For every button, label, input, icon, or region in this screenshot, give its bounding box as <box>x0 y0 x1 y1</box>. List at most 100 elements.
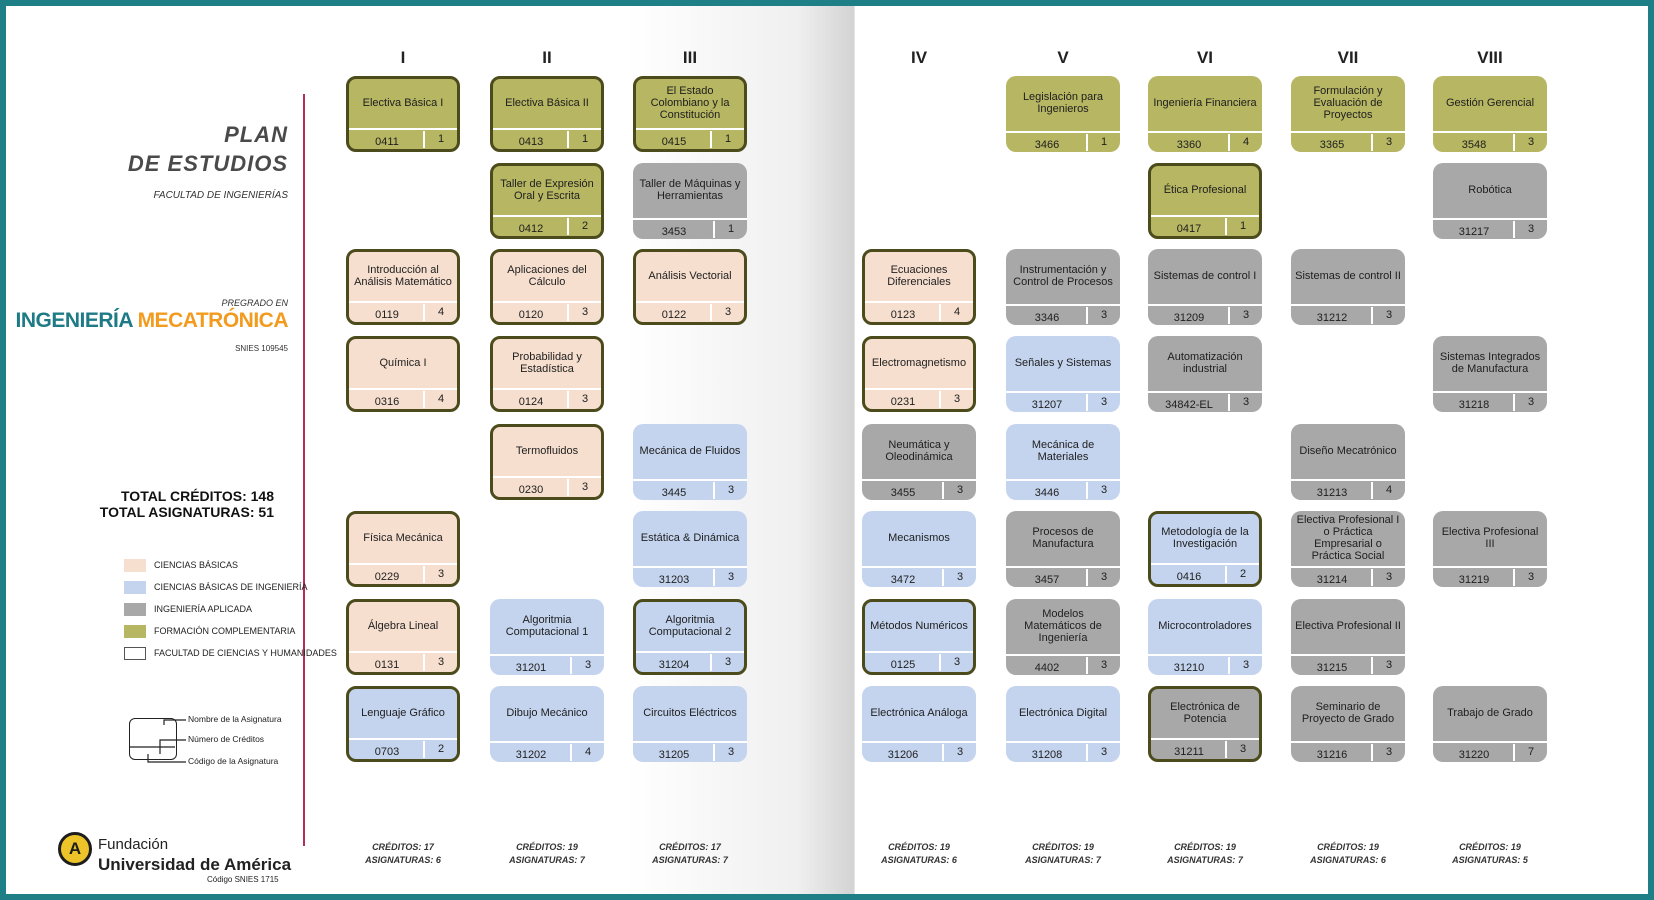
course-code: 31214 <box>1316 574 1348 586</box>
course-credits: 3 <box>1086 394 1120 411</box>
course-code: 0230 <box>518 484 544 496</box>
vertical-divider <box>303 94 305 846</box>
course-credits: 2 <box>567 218 601 235</box>
semester-asignaturas: ASIGNATURAS: 7 <box>1025 855 1101 865</box>
course-name: Algoritmia Computacional 1 <box>505 614 589 638</box>
course-name: Robótica <box>1468 184 1512 196</box>
plan-title-line2: DE ESTUDIOS <box>127 151 288 176</box>
course-code: 0411 <box>375 136 399 148</box>
course-name: Gestión Gerencial <box>1445 97 1535 109</box>
key-connector-lines <box>130 719 186 763</box>
semester-creditos: CRÉDITOS: 19 <box>1459 842 1521 852</box>
key-sample-box <box>129 718 177 760</box>
course-credits: 4 <box>1228 134 1262 151</box>
course-name: Electromagnetismo <box>871 357 967 369</box>
course-code: 3346 <box>1034 312 1060 324</box>
course-credits: 2 <box>423 741 457 758</box>
course-name: Automatización industrial <box>1167 351 1243 375</box>
program-snies: SNIES 109545 <box>235 344 288 353</box>
course-name: Física Mecánica <box>363 532 443 544</box>
course-credits: 3 <box>1228 657 1262 674</box>
legend-label: CIENCIAS BÁSICAS DE INGENIERÍA <box>154 582 308 592</box>
course-credits: 4 <box>1371 482 1405 499</box>
course-credits: 3 <box>1371 744 1405 761</box>
course-code: 3365 <box>1319 139 1345 151</box>
course-name: Lenguaje Gráfico <box>361 707 445 719</box>
course-credits: 7 <box>1513 744 1547 761</box>
pregrado-label: PREGRADO EN <box>221 298 288 308</box>
course-credits: 3 <box>939 654 973 671</box>
course-card: Física Mecánica 0229 3 <box>346 511 460 587</box>
course-code: 0415 <box>661 136 687 148</box>
plan-title-line1: PLAN <box>224 122 288 147</box>
course-code: 0231 <box>890 396 916 408</box>
course-credits: 3 <box>1228 394 1262 411</box>
course-name: Taller de Máquinas y Herramientas <box>639 178 741 202</box>
semester-asignaturas: ASIGNATURAS: 7 <box>1167 855 1243 865</box>
legend-label: CIENCIAS BÁSICAS <box>154 560 239 570</box>
course-code: 0122 <box>661 309 687 321</box>
course-code: 31212 <box>1316 312 1348 324</box>
course-credits: 3 <box>1086 744 1120 761</box>
course-code: 34842-EL <box>1165 399 1213 411</box>
course-code: 3472 <box>890 574 916 586</box>
total-creditos: TOTAL CRÉDITOS: 148 <box>121 488 274 504</box>
course-name: Señales y Sistemas <box>1014 357 1112 369</box>
course-code: 0120 <box>518 309 544 321</box>
course-code: 31211 <box>1174 746 1204 758</box>
course-code: 31206 <box>887 749 919 761</box>
course-credits: 3 <box>423 566 457 583</box>
course-name: Electrónica de Potencia <box>1170 701 1240 725</box>
course-footer: 31213 4 <box>1291 479 1405 500</box>
course-credits: 1 <box>713 221 747 238</box>
study-plan-page: PLAN DE ESTUDIOS FACULTAD DE INGENIERÍAS… <box>6 6 1648 894</box>
plan-title: PLAN DE ESTUDIOS <box>128 120 288 178</box>
course-credits: 1 <box>710 131 744 148</box>
course-code: 4402 <box>1034 662 1060 674</box>
legend-swatch <box>124 647 146 660</box>
course-name: Instrumentación y Control de Procesos <box>1013 264 1113 288</box>
course-code: 31210 <box>1173 662 1205 674</box>
legend-label: FACULTAD DE CIENCIAS Y HUMANIDADES <box>154 648 337 658</box>
course-name: Legislación para Ingenieros <box>1022 91 1104 115</box>
course-code: 0123 <box>890 309 916 321</box>
course-code: 3548 <box>1461 139 1487 151</box>
course-code: 0229 <box>374 571 400 583</box>
course-code: 31202 <box>515 749 547 761</box>
course-name: Electiva Profesional I o Práctica Empres… <box>1296 514 1400 562</box>
course-card: Automatización industrial 34842-EL 3 <box>1148 336 1262 412</box>
course-code: 31213 <box>1316 487 1348 499</box>
course-name: Álgebra Lineal <box>367 620 439 632</box>
